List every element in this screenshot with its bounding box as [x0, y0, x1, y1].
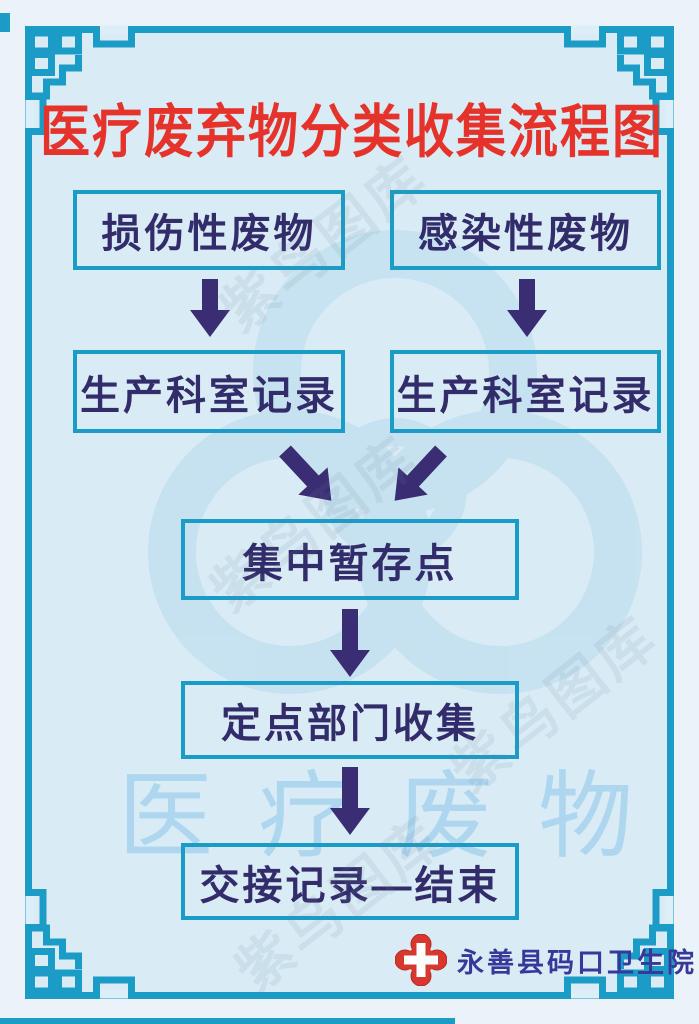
- border-artifact-bottom: [0, 1018, 455, 1024]
- poster-margin-top: [0, 0, 699, 26]
- arrow-down-icon-storage: [330, 609, 370, 677]
- fret-corner-bottom-left: [26, 893, 132, 999]
- poster-margin-right: [674, 0, 699, 1024]
- flow-node-central-storage: 集中暂存点: [181, 519, 519, 600]
- flow-node-label: 生产科室记录: [80, 373, 338, 418]
- flow-node-label: 集中暂存点: [242, 541, 458, 586]
- footer: 永善县码口卫生院: [395, 934, 697, 986]
- flow-node-handover-end: 交接记录—结束: [181, 843, 519, 920]
- flow-node-dept-record-right: 生产科室记录: [390, 350, 661, 433]
- organization-name: 永善县码口卫生院: [457, 947, 697, 978]
- flow-node-label: 定点部门收集: [221, 702, 479, 746]
- flow-node-label: 交接记录—结束: [199, 863, 501, 908]
- flow-node-injurious-waste: 损伤性废物: [73, 190, 345, 270]
- poster-margin-left: [0, 0, 25, 1024]
- poster-frame: [25, 26, 674, 999]
- flow-node-dept-record-left: 生产科室记录: [73, 350, 345, 433]
- arrow-diagonal-left-icon: [270, 437, 347, 515]
- hospital-logo-icon: [395, 934, 447, 986]
- arrow-down-icon-left: [190, 279, 230, 337]
- arrow-diagonal-right-icon: [379, 437, 456, 515]
- border-artifact-top-left: [0, 13, 10, 32]
- background-watermark-text: 医疗废物: [118, 764, 679, 870]
- flow-node-infectious-waste: 感染性废物: [390, 190, 661, 270]
- flow-node-label: 生产科室记录: [396, 373, 655, 418]
- flow-node-label: 损伤性废物: [101, 212, 317, 256]
- flow-node-label: 感染性废物: [418, 212, 633, 256]
- page-title: 医疗废弃物分类收集流程图: [40, 99, 664, 165]
- arrow-down-icon-right: [507, 279, 547, 337]
- flow-node-designated-collection: 定点部门收集: [181, 681, 519, 759]
- arrow-down-icon-collect: [330, 767, 370, 835]
